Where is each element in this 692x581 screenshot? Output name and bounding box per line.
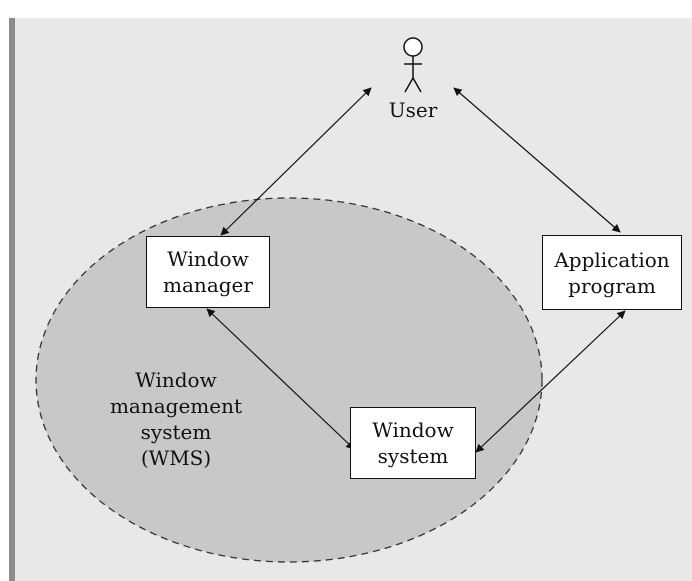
window-system-line2: system xyxy=(377,444,449,468)
wms-label-line2: management xyxy=(109,394,243,418)
window-system-line1: Window xyxy=(372,418,454,442)
arrow-user-window-manager xyxy=(220,87,372,236)
application-program-box: Application program xyxy=(542,235,682,310)
wms-label-line3: system xyxy=(140,420,212,444)
window-system-box: Window system xyxy=(350,407,476,479)
window-manager-line1: Window xyxy=(167,247,249,271)
window-manager-box: Window manager xyxy=(146,236,270,308)
arrow-window-manager-window-system xyxy=(206,308,355,450)
window-manager-line2: manager xyxy=(163,273,253,297)
wms-label-line4: (WMS) xyxy=(140,446,212,470)
wms-label-line1: Window xyxy=(135,368,217,392)
application-program-line1: Application xyxy=(554,247,670,272)
user-label: User xyxy=(388,98,438,122)
user-icon xyxy=(403,37,423,93)
arrow-application-program-window-system xyxy=(475,310,626,453)
wms-label: Window management system (WMS) xyxy=(96,367,256,471)
arrow-user-application-program xyxy=(453,87,621,233)
application-program-line2: program xyxy=(568,273,656,298)
